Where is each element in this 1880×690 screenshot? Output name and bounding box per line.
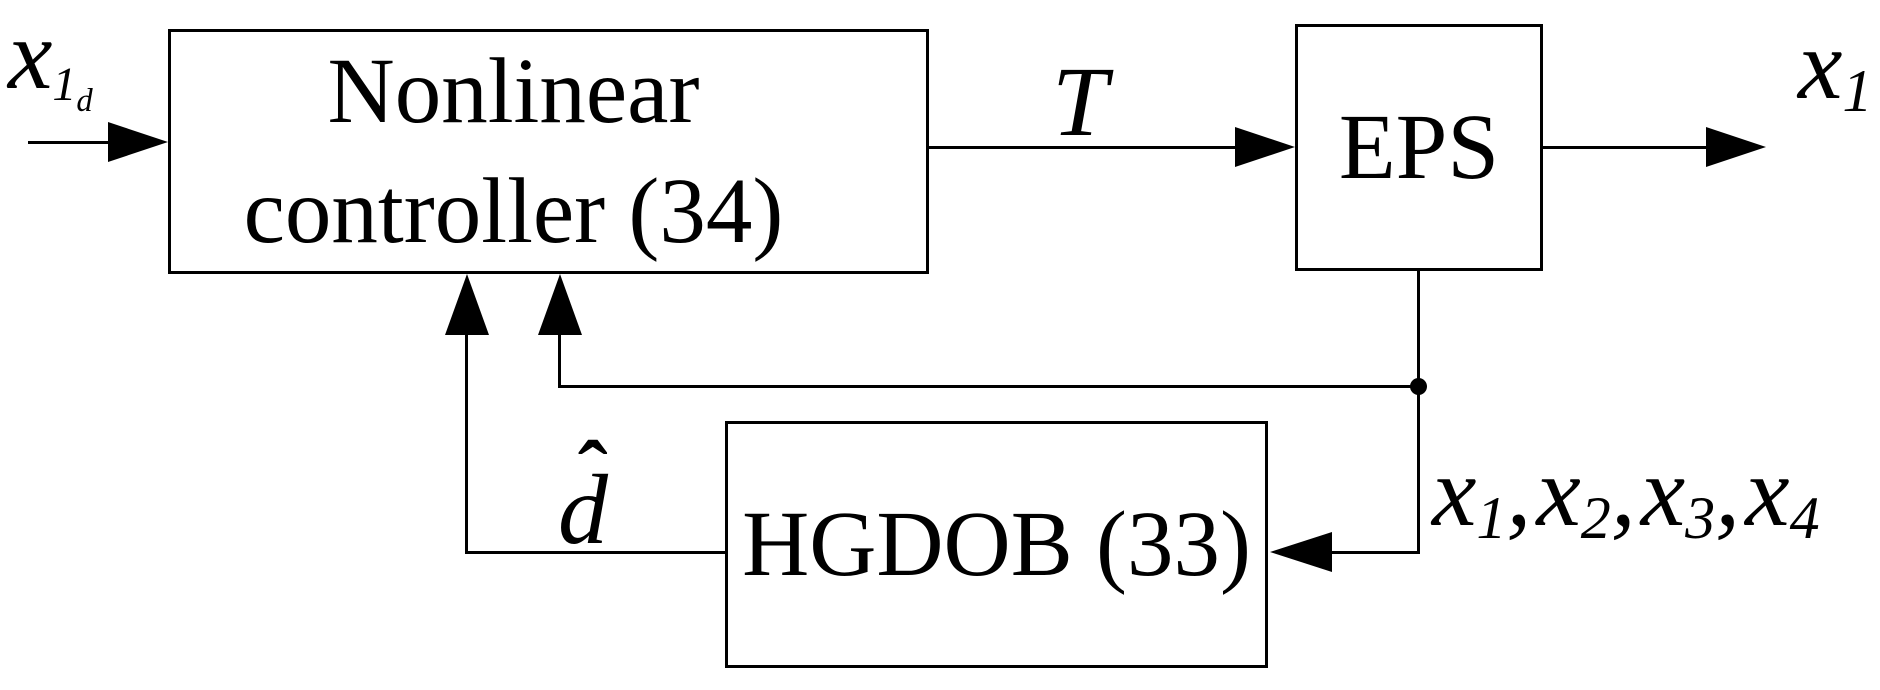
nonlinear-controller-label-line1: Nonlinear <box>244 32 784 151</box>
disturbance-estimate-label: ˆd <box>558 460 608 560</box>
state-feedback-label: x1,x2,x3,x4 <box>1432 442 1820 542</box>
reference-input-label: x1d <box>8 5 93 105</box>
hgdob-input-arrowhead-icon <box>1270 532 1332 572</box>
reference-input-arrowhead-icon <box>108 122 168 162</box>
hgdob-block: HGDOB (33) <box>725 421 1268 668</box>
output-line <box>1543 146 1709 149</box>
eps-label: EPS <box>1339 88 1499 207</box>
disturbance-estimate-arrowhead-icon <box>445 274 489 335</box>
output-arrowhead-icon <box>1706 127 1766 167</box>
hat-accent: ˆ <box>578 429 608 519</box>
hgdob-input-line <box>1330 551 1420 554</box>
nonlinear-controller-label-line2: controller (34) <box>244 152 784 271</box>
nonlinear-controller-block: Nonlinear controller (34) <box>168 29 929 274</box>
state-feedback-arrowhead-icon <box>538 274 582 335</box>
output-label: x1 <box>1798 15 1872 115</box>
state-feedback-riser-line <box>558 333 561 387</box>
control-signal-label: T <box>1052 52 1108 152</box>
hgdob-input-drop-line <box>1417 386 1420 554</box>
nonlinear-controller-label: Nonlinear controller (34) <box>244 32 784 270</box>
control-signal-arrowhead-icon <box>1235 127 1295 167</box>
hgdob-label: HGDOB (33) <box>742 485 1251 604</box>
eps-feedback-drop-line <box>1417 271 1420 388</box>
disturbance-estimate-riser-line <box>465 333 468 554</box>
eps-block: EPS <box>1295 24 1543 271</box>
reference-input-line <box>28 141 116 144</box>
state-feedback-line <box>558 385 1420 388</box>
